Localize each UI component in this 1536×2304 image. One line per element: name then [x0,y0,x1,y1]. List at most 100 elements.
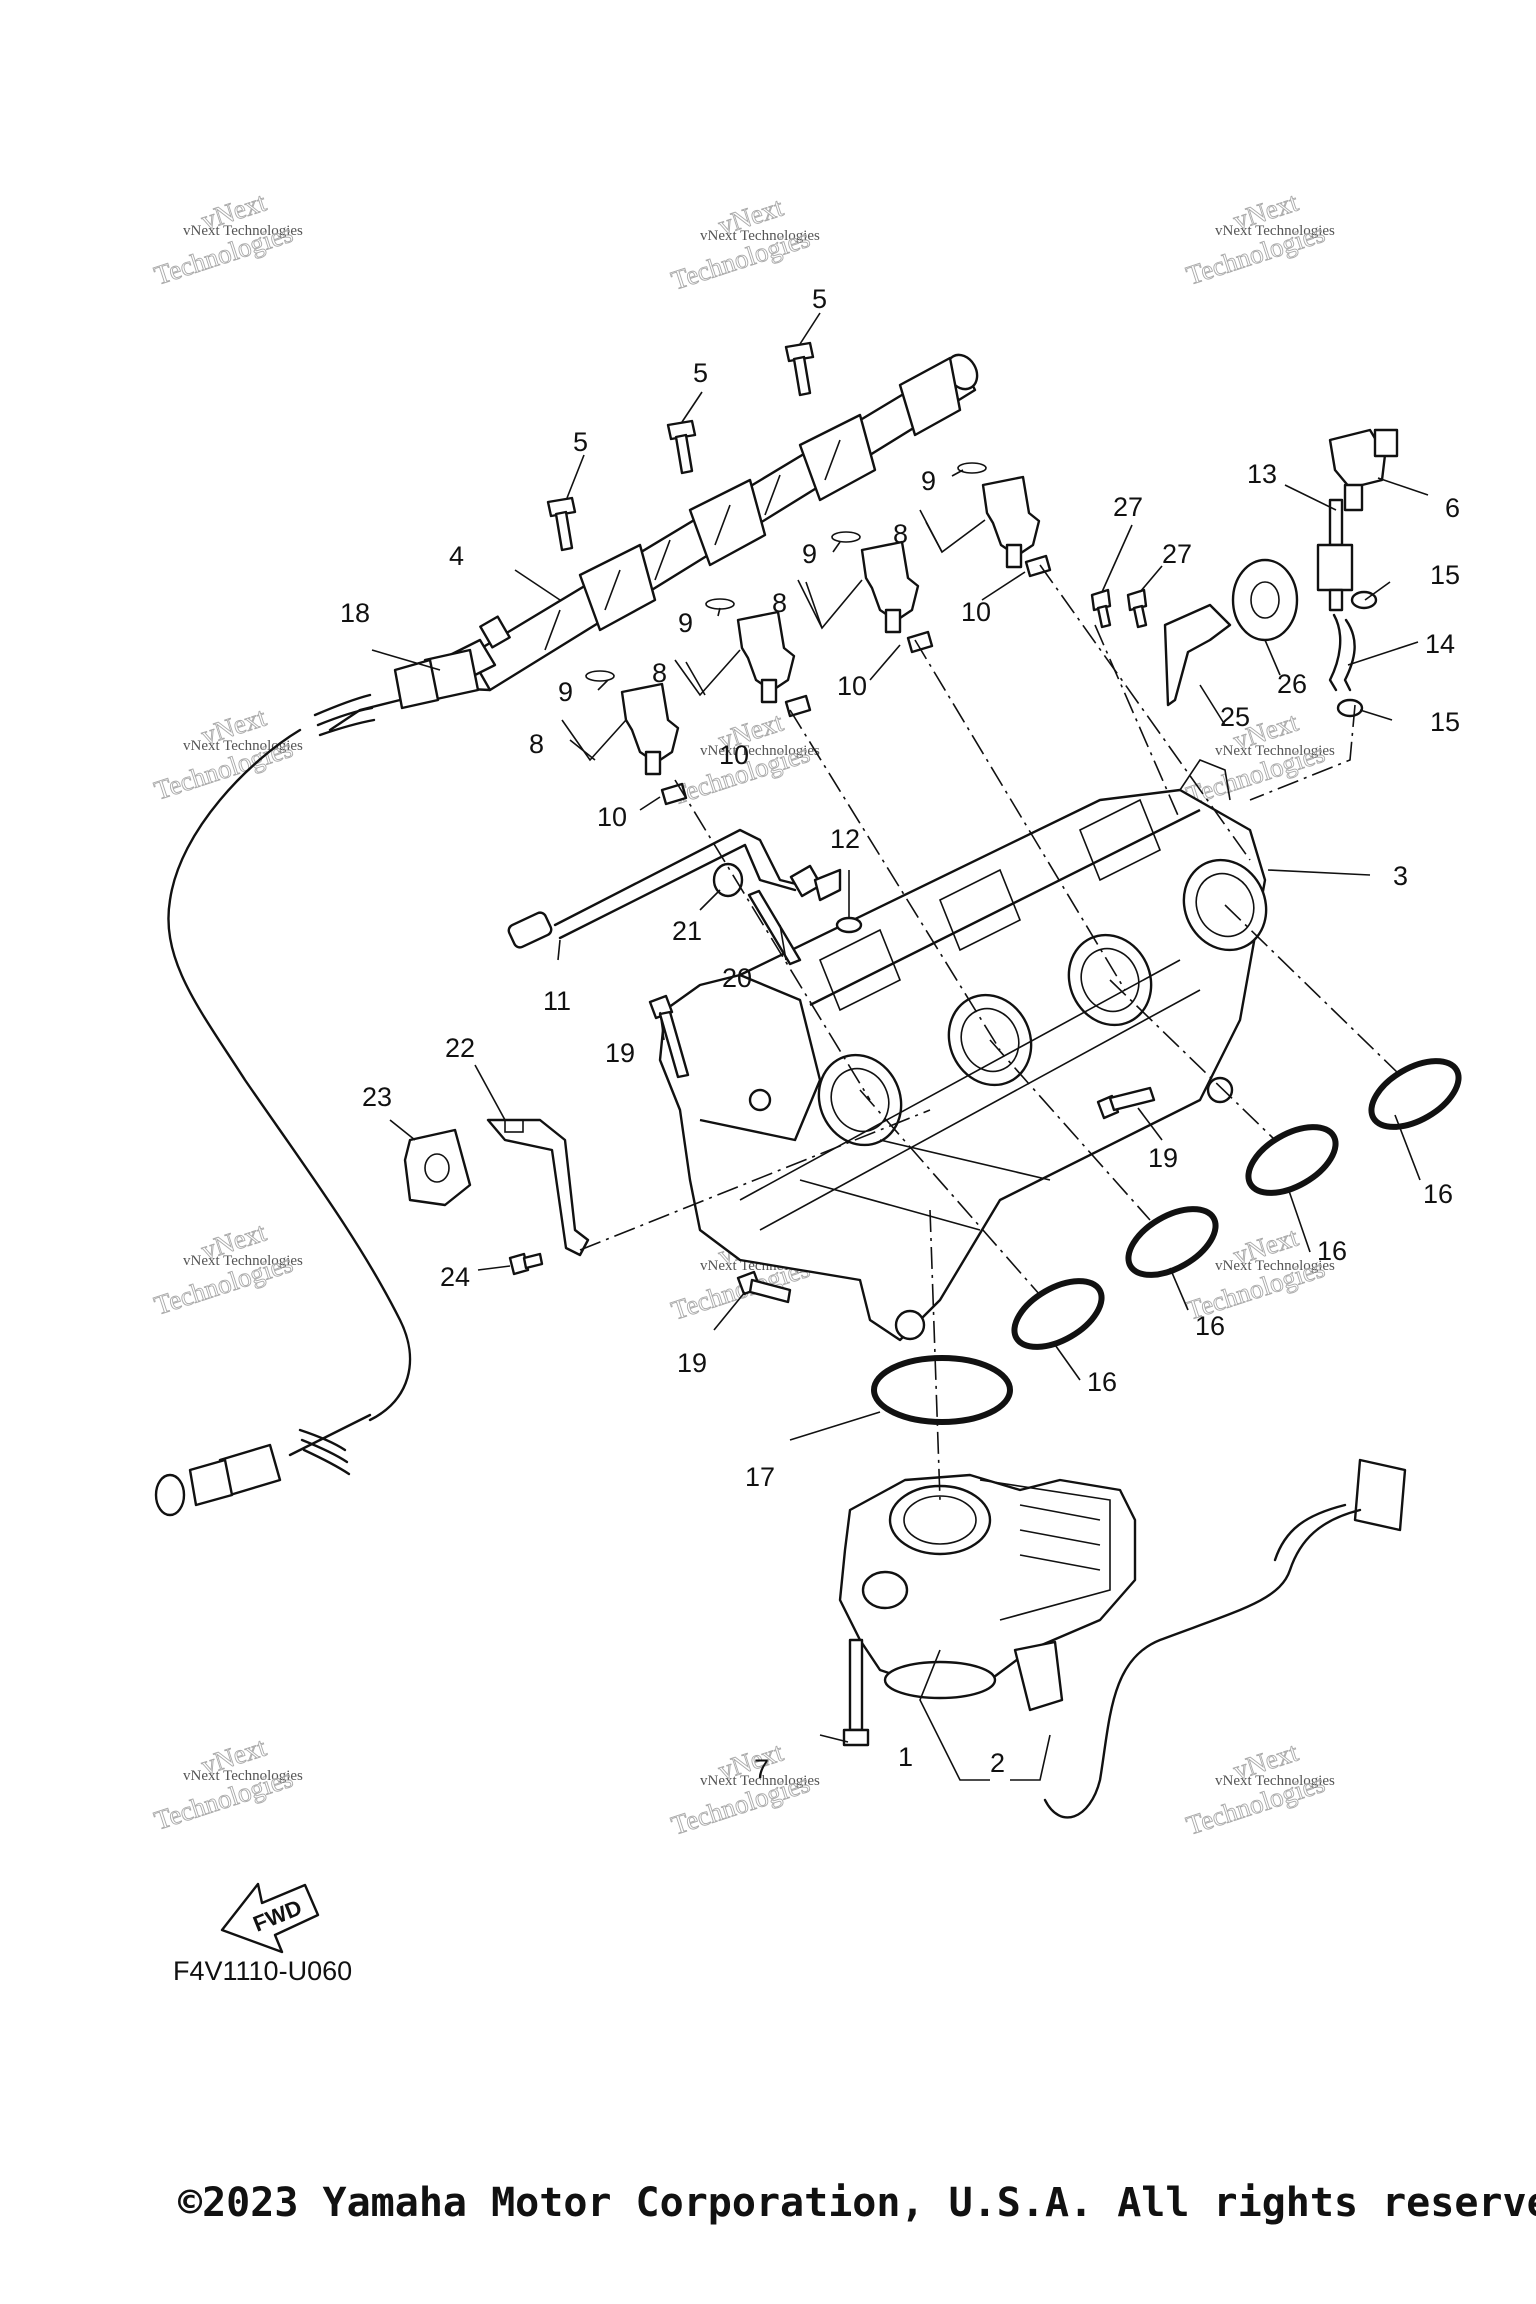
vacuum-hose [1316,498,1378,718]
callout-19: 19 [605,1038,635,1068]
svg-text:vNext Technologies: vNext Technologies [700,743,820,759]
callout-9: 9 [678,608,693,638]
callout-22: 22 [445,1033,475,1063]
callout-19: 19 [1148,1143,1178,1173]
callout-10: 10 [597,802,627,832]
callout-23: 23 [362,1082,392,1112]
callout-8: 8 [772,588,787,618]
harness-bracket [486,1118,590,1257]
callout-20: 20 [722,963,752,993]
callout-8: 8 [893,519,908,549]
sensor-bracket [1163,603,1232,707]
callout-5: 5 [573,427,588,457]
manifold-o-ring [1368,1058,1462,1130]
watermark: vNext Technologies vNext Technologies [1182,1736,1335,1841]
fwd-arrow-icon: FWD [220,1882,320,1954]
stud-bolt [747,889,802,966]
svg-text:vNext Technologies: vNext Technologies [700,228,820,244]
callout-25: 25 [1220,702,1250,732]
callout-26: 26 [1277,669,1307,699]
bracket [919,509,986,554]
callout-9: 9 [558,677,573,707]
watermark: vNext Technologies vNext Technologies [1182,706,1335,811]
manifold-bolt [648,994,690,1079]
watermark: vNext Technologies vNext Technologies [150,701,303,806]
bracket-bolt [508,1252,544,1276]
leader-lines [371,312,1429,1781]
diagram-code: F4V1110-U060 [173,1956,352,1986]
grommet [1231,558,1299,642]
callout-16: 16 [1423,1179,1453,1209]
callout-10: 10 [961,597,991,627]
callout-9: 9 [921,466,936,496]
svg-text:vNext Technologies: vNext Technologies [183,1253,303,1269]
callout-5: 5 [812,284,827,314]
manifold-o-ring [1011,1278,1105,1350]
callout-24: 24 [440,1262,470,1292]
bracket [561,719,627,762]
callout-11: 11 [543,986,571,1016]
watermark: vNext Technologies vNext Technologies [150,1216,303,1321]
bracket [674,649,741,697]
bracket-bolt [1090,588,1112,629]
harness-connector [1043,1458,1407,1819]
rail-bolt [666,419,697,475]
callout-10: 10 [719,740,749,770]
watermark: vNext Technologies vNext Technologies [1182,186,1335,291]
bracket-bolt [1126,588,1148,629]
svg-text:vNext Technologies: vNext Technologies [1215,1773,1335,1789]
sub-wire-harness [154,648,480,1517]
svg-text:vNext Technologies: vNext Technologies [1215,1258,1335,1274]
fuel-rail [436,353,979,692]
throttle-bolt [842,1638,870,1747]
callout-16: 16 [1087,1367,1117,1397]
callout-15: 15 [1430,707,1460,737]
callout-18: 18 [340,598,370,628]
callout-14: 14 [1425,629,1455,659]
center-lines [579,564,1401,1501]
callout-10: 10 [837,671,867,701]
svg-text:vNext Technologies: vNext Technologies [1215,743,1335,759]
manifold-bolt [736,1270,792,1304]
callout-2: 2 [990,1748,1005,1778]
watermark: vNext Technologies vNext Technologies [667,1736,820,1841]
svg-text:vNext Technologies: vNext Technologies [183,223,303,239]
svg-text:vNext Technologies: vNext Technologies [1215,223,1335,239]
injector [705,598,812,718]
callout-19: 19 [677,1348,707,1378]
washer [835,916,863,934]
cover-cap [403,1128,472,1207]
callout-6: 6 [1445,493,1460,523]
callout-21: 21 [672,916,702,946]
callout-4: 4 [449,541,464,571]
callout-labels: 1 2 3 4 5 5 5 6 7 8 8 8 8 9 9 9 9 10 10 … [340,284,1460,1784]
callout-15: 15 [1430,560,1460,590]
rail-bolt [546,496,577,552]
manifold-o-ring [1125,1206,1219,1278]
callout-3: 3 [1393,861,1408,891]
injector [585,670,688,806]
callout-27: 27 [1162,539,1192,569]
callout-12: 12 [830,824,860,854]
callout-16: 16 [1195,1311,1225,1341]
callout-17: 17 [745,1462,775,1492]
rail-bolt [784,341,815,397]
callout-27: 27 [1113,492,1143,522]
temperature-sensor [507,828,842,949]
injector [831,531,934,654]
callout-13: 13 [1247,459,1277,489]
callout-16: 16 [1317,1236,1347,1266]
injector [957,462,1052,578]
callout-1: 1 [898,1742,913,1772]
callout-5: 5 [693,358,708,388]
watermark: vNext Technologies vNext Technologies [150,186,303,291]
intake-manifold [658,759,1268,1342]
copyright: ©2023 Yamaha Motor Corporation, U.S.A. A… [178,2180,1536,2226]
watermark: vNext Technologies vNext Technologies [667,191,820,296]
svg-text:vNext Technologies: vNext Technologies [183,1768,303,1784]
callout-7: 7 [754,1754,769,1784]
throttle-o-ring [871,1355,1013,1425]
watermark: vNext Technologies vNext Technologies [150,1731,303,1836]
throttle-body [838,1473,1137,1712]
